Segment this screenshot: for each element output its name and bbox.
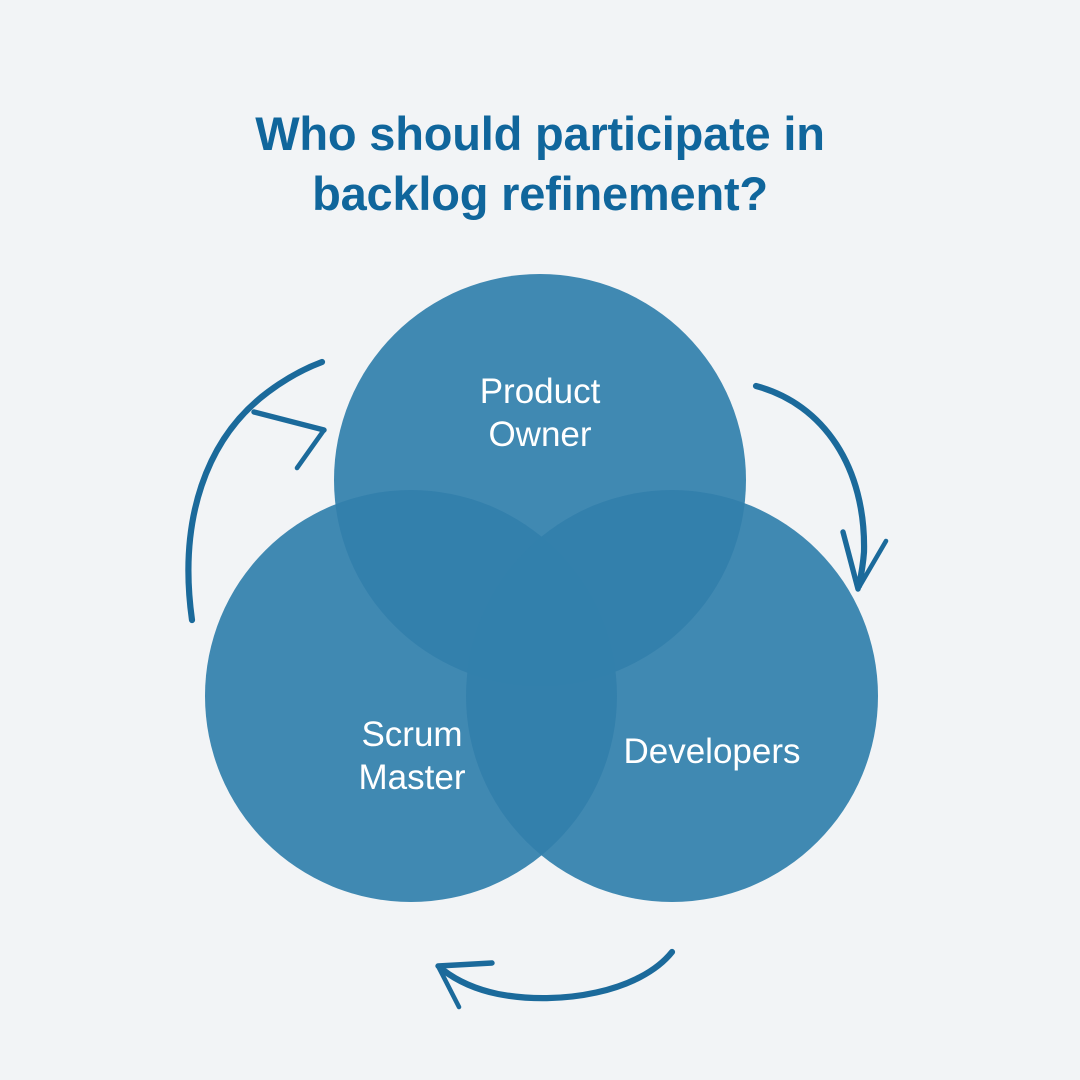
page-title-line-2: backlog refinement?: [312, 167, 768, 221]
arrow-bottom-left-icon: [435, 948, 676, 1010]
page-title-line-1: Who should participate in: [255, 107, 825, 160]
venn-circle-developers: [466, 490, 878, 902]
arrow-right-down-icon: [752, 382, 889, 592]
rotation-arrows: [185, 358, 889, 1010]
arrow-left-up-icon: [185, 358, 327, 624]
page-title: Who should participate in backlog refine…: [0, 104, 1080, 224]
venn-circles: [205, 274, 878, 902]
